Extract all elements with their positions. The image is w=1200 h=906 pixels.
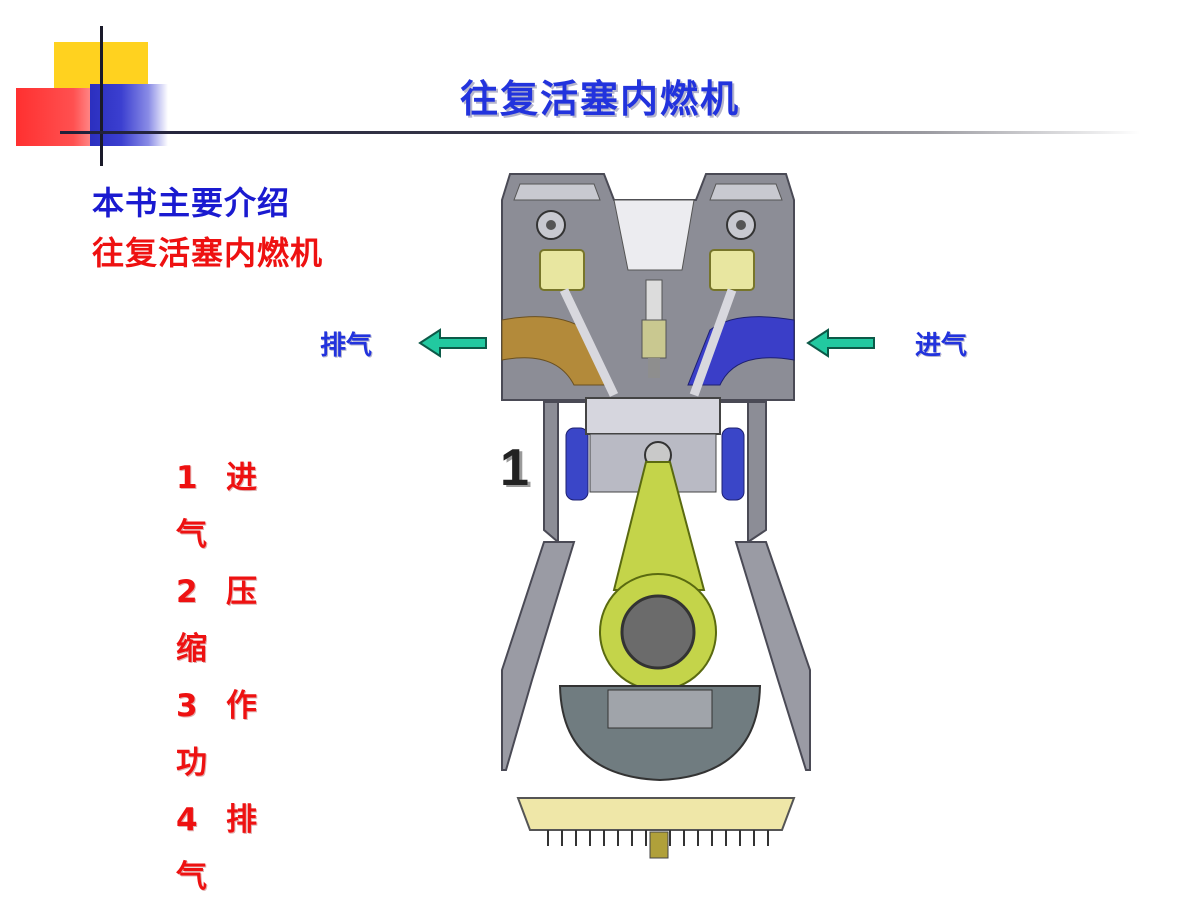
- intake-arrow-icon: [806, 328, 875, 358]
- stroke-char: 功: [176, 745, 208, 781]
- stroke-char: 气: [176, 859, 208, 895]
- decor-vertical-line: [100, 26, 103, 166]
- current-stroke-number: 1: [500, 439, 529, 497]
- slide-title: 往复活塞内燃机: [459, 77, 740, 121]
- stroke-char: 排: [226, 802, 258, 838]
- intro-line-2: 往复活塞内燃机: [92, 234, 324, 272]
- title-underline: [60, 131, 1140, 134]
- decor-blue-square: [90, 84, 168, 146]
- engine-cutaway-illustration: [501, 173, 811, 859]
- exhaust-arrow-icon: [418, 328, 487, 358]
- intro-line-1: 本书主要介绍: [92, 184, 291, 222]
- stroke-char: 压: [226, 574, 258, 610]
- stroke-char: 作: [226, 688, 258, 724]
- stroke-number: 1: [176, 460, 199, 496]
- stroke-number: 4: [176, 802, 199, 838]
- stroke-char: 缩: [176, 631, 208, 667]
- stroke-char: 气: [176, 517, 208, 553]
- exhaust-label: 排气: [320, 331, 373, 361]
- stroke-number: 3: [176, 688, 199, 724]
- stroke-char: 进: [226, 460, 258, 496]
- intake-label: 进气: [915, 331, 968, 361]
- stroke-number: 2: [176, 574, 199, 610]
